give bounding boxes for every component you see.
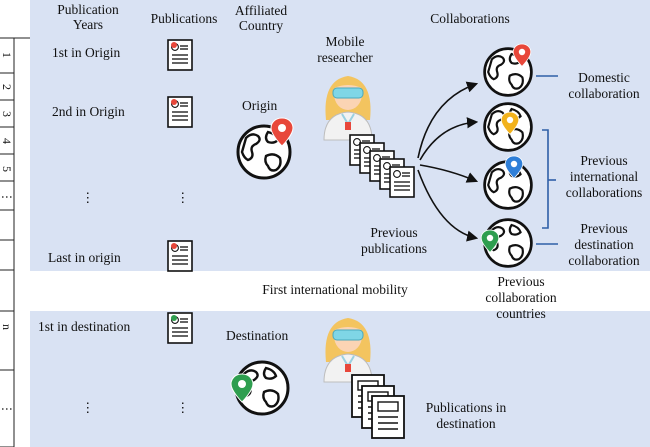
label-connectors <box>536 75 558 245</box>
header-publication-years: Publication Years <box>57 2 119 32</box>
researcher-icon-destination <box>323 317 373 383</box>
pin-mark-1 <box>171 42 177 48</box>
row-1st-destination: 1st in destination <box>38 319 131 334</box>
label-domestic-collaboration: Domestic collaboration <box>568 70 640 101</box>
label-previous-publications: Previous publications <box>361 225 427 256</box>
publications-ellipsis: ⋮ <box>176 190 190 205</box>
pin-mark-2 <box>171 99 177 105</box>
header-band <box>30 0 650 38</box>
label-publications-in-destination: Publications in destination <box>425 400 507 431</box>
label-origin: Origin <box>242 98 278 113</box>
researcher-icon-origin <box>323 75 373 141</box>
label-previous-collaboration-countries: Previous collaboration countries <box>485 274 557 321</box>
origin-band <box>30 38 650 271</box>
doc-stack-previous <box>349 134 415 198</box>
label-previous-international-collaborations: Previous international collaborations <box>565 153 643 200</box>
row-1st-origin: 1st in Origin <box>52 45 121 60</box>
collaboration-arrows <box>417 81 479 242</box>
header-collaborations: Collaborations <box>430 11 510 26</box>
pin-mark-3 <box>171 243 177 249</box>
row-last-origin: Last in origin <box>48 250 121 265</box>
label-destination: Destination <box>226 328 289 343</box>
pin-mark-4 <box>171 315 177 321</box>
header-publications: Publications <box>150 11 218 26</box>
row-ellipsis: ⋮ <box>81 190 95 205</box>
row-2nd-origin: 2nd in Origin <box>52 104 125 119</box>
label-previous-destination-collaboration: Previous destination collaboration <box>568 221 640 268</box>
doc-stack-destination <box>351 374 405 439</box>
label-mobile-researcher: Mobile researcher <box>317 34 373 65</box>
publications-ellipsis-destination: ⋮ <box>176 400 190 415</box>
header-affiliated-country: Affiliated Country <box>234 3 288 33</box>
row-ellipsis-destination: ⋮ <box>81 400 95 415</box>
label-first-international-mobility: First international mobility <box>262 282 408 297</box>
